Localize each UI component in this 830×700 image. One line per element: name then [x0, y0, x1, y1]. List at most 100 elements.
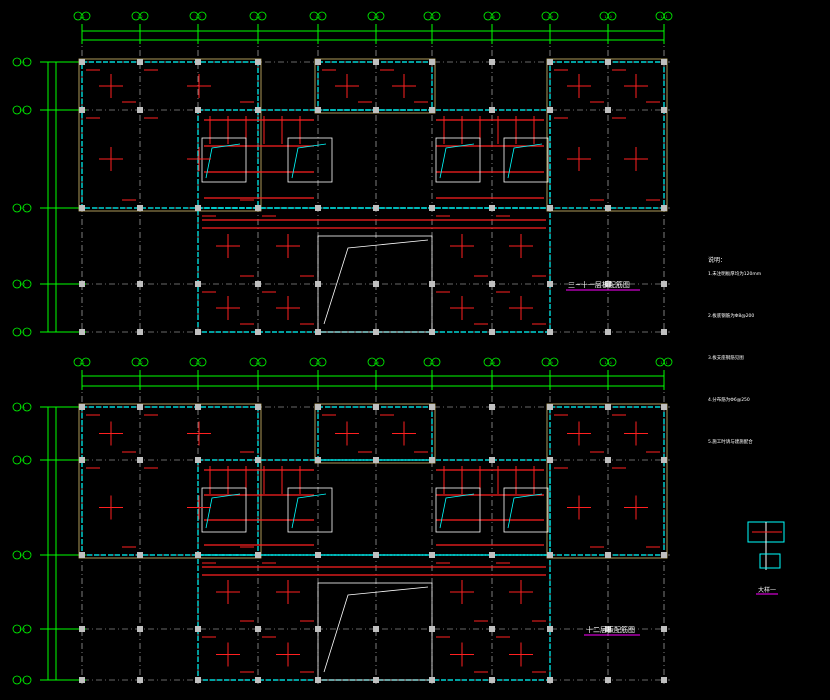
column: [489, 404, 495, 410]
column: [429, 59, 435, 65]
column: [315, 205, 321, 211]
column: [255, 457, 261, 463]
axis-bubble: [663, 11, 673, 21]
axis-bubble: [139, 357, 149, 367]
column: [373, 107, 379, 113]
notes-line: 3.板支座钢筋见图: [708, 354, 744, 361]
column: [605, 404, 611, 410]
axis-label-column: 1-4: [255, 361, 260, 365]
axis-label-column: 1-1: [79, 361, 84, 365]
axis-bubble: [12, 624, 22, 634]
column: [373, 677, 379, 683]
axis-label-column: 1-2: [137, 15, 142, 19]
column: [661, 107, 667, 113]
axis-bubble: [22, 105, 32, 115]
column: [315, 457, 321, 463]
column: [661, 59, 667, 65]
column: [137, 107, 143, 113]
column: [489, 329, 495, 335]
column: [315, 107, 321, 113]
axis-label-row: 1-E: [19, 331, 24, 335]
axis-bubble: [81, 357, 91, 367]
column: [547, 281, 553, 287]
column: [605, 59, 611, 65]
column: [255, 329, 261, 335]
column: [547, 677, 553, 683]
column: [137, 552, 143, 558]
general-notes: 说明： 1.未注明板厚均为120mm2.板底钢筋为Φ8@2003.板支座钢筋见图…: [708, 256, 761, 445]
notes-heading: 说明：: [708, 256, 726, 264]
plan-upper-title: 三~十一层板配筋图: [568, 280, 630, 289]
axis-bubble: [549, 357, 559, 367]
axis-label-row: 1-A: [19, 61, 25, 65]
shaft-diagonal: [439, 143, 475, 179]
column: [605, 677, 611, 683]
axis-bubble: [663, 357, 673, 367]
shaft-box: [201, 487, 247, 533]
plan-lower-structure: [78, 403, 668, 683]
column: [547, 205, 553, 211]
axis-bubble: [12, 57, 22, 67]
shaft-diagonal: [291, 143, 327, 179]
shaft-diagonal: [205, 493, 241, 529]
shaft-box: [287, 137, 333, 183]
courtyard-leader: [323, 239, 429, 325]
axis-bubble: [81, 11, 91, 21]
column: [605, 281, 611, 287]
column: [373, 626, 379, 632]
axis-bubble: [22, 57, 32, 67]
column: [429, 404, 435, 410]
axis-bubble: [22, 279, 32, 289]
axis-bubble: [257, 11, 267, 21]
column: [661, 281, 667, 287]
column: [315, 552, 321, 558]
plan-lower-title: 十二层板配筋图: [586, 625, 635, 634]
column: [79, 107, 85, 113]
column: [547, 457, 553, 463]
axis-bubble: [491, 357, 501, 367]
axis-bubble: [12, 550, 22, 560]
axis-label-row: 1-B: [19, 109, 24, 113]
axis-bubble: [491, 11, 501, 21]
shaft-box: [287, 487, 333, 533]
column: [255, 404, 261, 410]
axis-bubble: [12, 675, 22, 685]
axis-label-row: 1-A: [19, 406, 25, 410]
shaft-box: [503, 137, 549, 183]
column: [137, 404, 143, 410]
column: [489, 59, 495, 65]
axis-label-column: 1-4: [255, 15, 260, 19]
notes-lines: 1.未注明板厚均为120mm2.板底钢筋为Φ8@2003.板支座钢筋见图4.分布…: [708, 270, 761, 445]
axis-label-row: 1-E: [19, 679, 24, 683]
axis-label-column: 1-5: [315, 15, 320, 19]
column: [79, 677, 85, 683]
axis-label-row: 1-D: [19, 283, 25, 287]
column: [137, 677, 143, 683]
column: [137, 329, 143, 335]
axis-bubble: [549, 11, 559, 21]
axis-bubble: [317, 11, 327, 21]
column: [195, 552, 201, 558]
column: [373, 552, 379, 558]
column: [315, 677, 321, 683]
column: [429, 677, 435, 683]
column: [137, 59, 143, 65]
column: [79, 329, 85, 335]
column: [195, 59, 201, 65]
column: [489, 626, 495, 632]
axis-bubble: [12, 105, 22, 115]
column: [547, 107, 553, 113]
column: [547, 404, 553, 410]
column: [255, 281, 261, 287]
column: [255, 107, 261, 113]
column: [195, 107, 201, 113]
wing-wall-hatch: [78, 58, 262, 212]
column: [79, 404, 85, 410]
axis-bubble: [257, 357, 267, 367]
column: [489, 677, 495, 683]
column: [255, 205, 261, 211]
column: [605, 205, 611, 211]
